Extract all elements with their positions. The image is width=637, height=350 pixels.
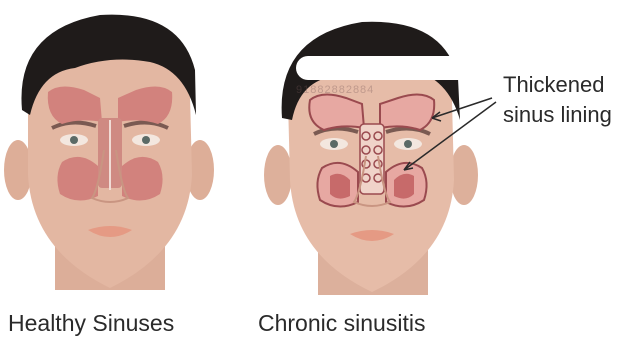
left-maxillary-lining (330, 174, 350, 199)
callout-line-1: Thickened (503, 70, 612, 100)
left-ear (4, 140, 32, 200)
left-ear (264, 145, 292, 205)
left-iris (330, 140, 338, 148)
right-ear (450, 145, 478, 205)
watermark-text: 91882882884 (296, 84, 374, 96)
right-iris (142, 136, 150, 144)
right-maxillary-sinus (122, 157, 163, 201)
ethmoid-sinus-inflamed (360, 124, 384, 194)
redaction-bar (296, 56, 496, 80)
caption-healthy: Healthy Sinuses (8, 310, 174, 337)
right-maxillary-lining (394, 174, 414, 199)
callout-label: Thickened sinus lining (503, 70, 612, 130)
left-iris (70, 136, 78, 144)
callout-line-2: sinus lining (503, 100, 612, 130)
right-iris (404, 140, 412, 148)
healthy-face (4, 15, 214, 290)
left-maxillary-sinus (57, 157, 98, 201)
caption-chronic: Chronic sinusitis (258, 310, 425, 337)
